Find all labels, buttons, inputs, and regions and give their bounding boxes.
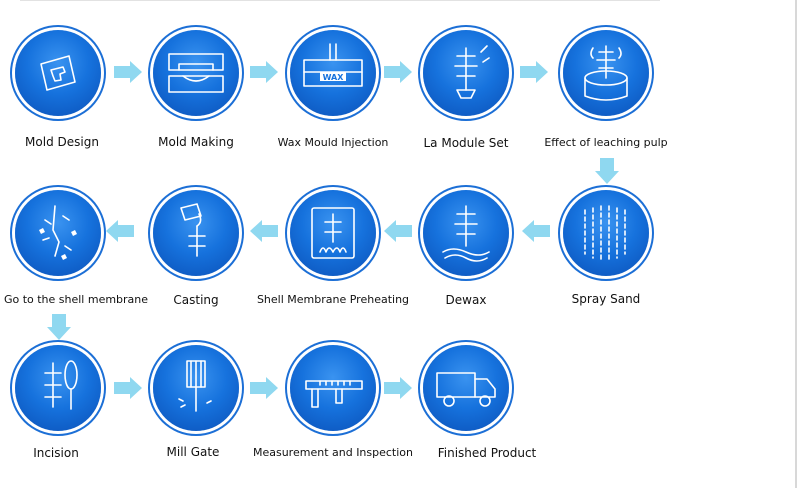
step-14-circle xyxy=(423,345,509,431)
mold-making-icon xyxy=(168,53,224,93)
truck-icon xyxy=(436,372,496,407)
step-9-circle xyxy=(153,190,239,276)
arrow-left-2 xyxy=(384,220,412,242)
dewax-icon xyxy=(442,205,490,262)
wax-injection-icon: WAX xyxy=(303,43,363,87)
step-9-label: Casting xyxy=(173,293,219,307)
step-12-label: Mill Gate xyxy=(166,445,220,459)
step-2-label: Mold Making xyxy=(158,135,234,149)
arrow-right-4 xyxy=(520,61,548,83)
mold-design-icon xyxy=(40,55,76,91)
arrow-right-5 xyxy=(114,377,142,399)
casting-icon xyxy=(180,203,206,257)
step-7-label: Dewax xyxy=(445,293,487,307)
step-10-circle xyxy=(15,190,101,276)
step-3-label: Wax Mould Injection xyxy=(277,136,389,149)
step-1-circle xyxy=(15,30,101,116)
arrow-right-2 xyxy=(250,61,278,83)
step-10-label: Go to the shell membrane xyxy=(3,293,149,306)
module-tree-icon xyxy=(454,45,490,99)
arrow-right-6 xyxy=(250,377,278,399)
step-14-label: Finished Product xyxy=(437,446,537,460)
step-12-circle xyxy=(153,345,239,431)
step-4-circle xyxy=(423,30,509,116)
incision-icon xyxy=(44,360,78,410)
arrow-left-1 xyxy=(522,220,550,242)
step-7-circle xyxy=(423,190,509,276)
arrow-left-4 xyxy=(106,220,134,242)
shell-removal-icon xyxy=(39,205,77,260)
step-2-circle xyxy=(153,30,239,116)
leaching-pulp-icon xyxy=(584,45,628,101)
arrow-down-1 xyxy=(595,158,619,184)
step-11-circle xyxy=(15,345,101,431)
arrow-right-3 xyxy=(384,61,412,83)
arrow-down-2 xyxy=(47,314,71,340)
step-8-circle xyxy=(290,190,376,276)
wax-icon-text: WAX xyxy=(323,73,345,82)
step-5-label: Effect of leaching pulp xyxy=(544,136,668,149)
step-11-label: Incision xyxy=(33,446,79,460)
mill-gate-icon xyxy=(178,360,212,412)
step-4-label: La Module Set xyxy=(423,136,509,150)
spray-sand-icon xyxy=(584,205,626,261)
arrow-left-3 xyxy=(250,220,278,242)
step-13-label: Measurement and Inspection xyxy=(252,446,414,459)
step-6-circle xyxy=(563,190,649,276)
right-divider xyxy=(795,0,797,488)
arrow-right-7 xyxy=(384,377,412,399)
step-3-circle: WAX xyxy=(290,30,376,116)
step-13-circle xyxy=(290,345,376,431)
top-divider xyxy=(20,0,660,1)
preheating-icon xyxy=(311,207,355,259)
step-1-label: Mold Design xyxy=(25,135,99,149)
step-8-label: Shell Membrane Preheating xyxy=(256,293,410,306)
step-6-label: Spray Sand xyxy=(571,292,641,306)
caliper-icon xyxy=(305,380,363,408)
step-5-circle xyxy=(563,30,649,116)
arrow-right-1 xyxy=(114,61,142,83)
